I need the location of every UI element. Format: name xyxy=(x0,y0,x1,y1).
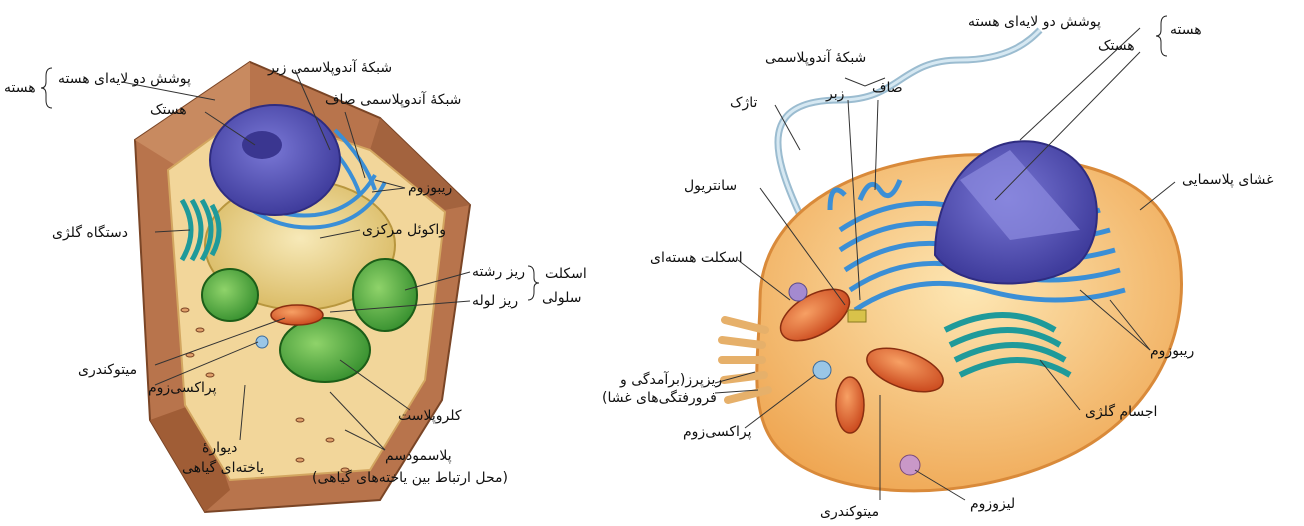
centriole-label: سانتریول xyxy=(684,178,737,194)
chloroplast-1 xyxy=(202,269,258,321)
plasmodesma-note: (محل ارتباط بین یاخته‌های گیاهی) xyxy=(312,470,508,486)
lysosome-label: لیزوزوم xyxy=(970,496,1015,512)
plant-vacuole-label: واکوئل مرکزی xyxy=(362,222,446,238)
flagellum-label: تاژک xyxy=(730,95,757,111)
animal-nucleus-brace xyxy=(1156,16,1167,56)
microvilli-label-1: ریزپرز(برآمدگی و xyxy=(620,372,722,388)
animal-cytoskeleton-label: اسکلت هسته‌ای xyxy=(650,250,743,266)
plant-golgi-label: دستگاه گلژی xyxy=(52,225,128,241)
plant-nucleus-label: هسته xyxy=(4,80,36,96)
animal-peroxisome xyxy=(813,361,831,379)
plant-peroxisome-label: پراکسی‌زوم xyxy=(148,380,217,396)
plant-cytoskeleton-label-1: اسکلت xyxy=(545,266,587,282)
plant-chloroplast-label: کلروپلاست xyxy=(398,408,462,424)
animal-double-membrane-label: پوشش دو لایه‌ای هسته xyxy=(968,14,1101,30)
golgi-bodies-label: اجسام گلژی xyxy=(1085,404,1157,420)
animal-rough-er-label: زبر xyxy=(826,86,844,102)
plant-cell-wall-label-1: دیوارهٔ xyxy=(202,440,237,456)
animal-smooth-er-label: صاف xyxy=(872,80,903,96)
plant-nucleus-brace xyxy=(41,68,52,108)
plant-rough-er-label: شبکهٔ آندوپلاسمی زبر xyxy=(268,60,392,76)
animal-peroxisome-label: پراکسی‌زوم xyxy=(683,424,752,440)
plant-ribosome-label: ریبوزوم xyxy=(408,180,452,196)
chloroplast-2 xyxy=(353,259,417,331)
plant-cytoskeleton-brace xyxy=(528,266,539,300)
animal-nucleus-label: هسته xyxy=(1170,22,1202,38)
plant-nucleolus xyxy=(242,131,282,159)
plant-microfilament-label: ریز رشته xyxy=(472,264,525,280)
animal-er-label: شبکهٔ آندوپلاسمی xyxy=(765,50,866,66)
plant-double-membrane-label: پوشش دو لایه‌ای هسته xyxy=(58,71,191,87)
animal-nucleolus-label: هستک xyxy=(1098,38,1135,54)
microvilli xyxy=(722,320,768,400)
animal-ribosome-label: ریبوزوم xyxy=(1150,343,1194,359)
plant-smooth-er-label: شبکهٔ آندوپلاسمی صاف xyxy=(325,92,461,108)
plant-mitochondria-label: میتوکندری xyxy=(78,362,137,378)
microvilli-label-2: فرورفتگی‌های غشا) xyxy=(602,390,717,406)
plant-cell-wall-label-2: یاخته‌ای گیاهی xyxy=(182,460,264,476)
lysosome xyxy=(900,455,920,475)
centriole xyxy=(848,310,866,322)
plasma-membrane-label: غشای پلاسمایی xyxy=(1182,172,1273,188)
plasmodesma-label: پلاسمودسم xyxy=(385,448,452,464)
plant-cell xyxy=(135,62,470,512)
plant-microtubule-label: ریز لوله xyxy=(472,293,518,309)
animal-cell xyxy=(722,30,1182,491)
animal-mitochondria-label: میتوکندری xyxy=(820,504,879,520)
plant-cytoskeleton-label-2: سلولی xyxy=(542,290,582,306)
plant-nucleolus-label: هستک xyxy=(150,102,187,118)
plant-mitochondrion xyxy=(271,305,323,325)
animal-mitochondrion-3 xyxy=(836,377,864,433)
plant-nucleus xyxy=(210,105,340,215)
